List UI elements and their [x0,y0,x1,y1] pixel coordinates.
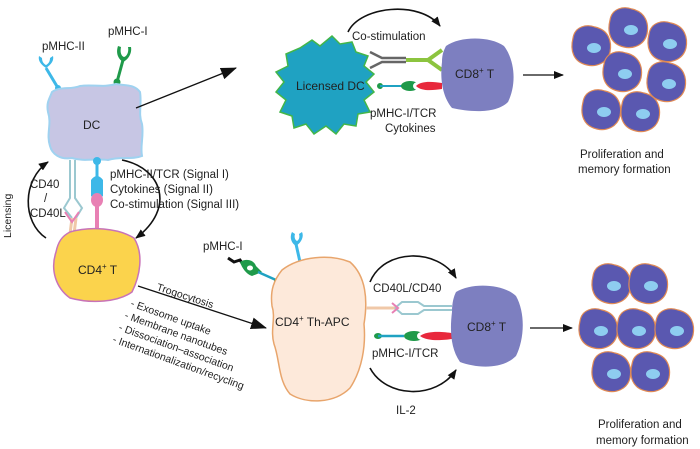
co-stimulation-arrow [347,8,441,33]
cd8-t-bottom-label: CD8+ T [467,319,507,334]
trogocytosis-label: Trogocytosis [155,281,215,311]
pmhc-ii-label: pMHC-II [42,41,85,53]
pmhc-i-tcr-receptor-bottom-icon [374,331,452,341]
signals-arrow [121,159,161,239]
proliferation-top-line-1: Proliferation and [580,149,664,161]
nucleus-icon [607,281,621,291]
cd8-t-top-label: CD8+ T [455,66,495,81]
proliferating-cd8-cell [602,51,643,93]
pmhc-ii-receptor-icon [38,56,61,91]
nucleus-icon [624,25,638,35]
nucleus-icon [587,43,601,53]
nucleus-icon [594,326,608,336]
pmhc-i-tcr-receptor-icon [377,81,442,91]
cd8-t-cell-top [441,38,514,112]
cd4-th-apc-cell [270,256,367,402]
proliferation-bottom-line-2: memory formation [596,435,689,447]
il2-label: IL-2 [396,405,416,417]
pmhc-i-label: pMHC-I [108,26,148,38]
co-stimulation-label: Co-stimulation [352,31,426,43]
nucleus-icon [618,69,632,79]
nucleus-icon [670,326,684,336]
proliferating-cd8-cell [620,91,661,133]
cd40l-cd40-arrow [369,255,457,283]
signal-3-label: Co-stimulation (Signal III) [110,199,239,211]
nucleus-icon [644,281,658,291]
proliferating-cd8-cell [608,7,649,49]
trogocytosis-arrow [137,285,267,330]
signal-2-label: Cytokines (Signal II) [110,184,213,196]
nucleus-icon [607,369,621,379]
pmhc-i-tcr-top-label: pMHC-I/TCR [370,108,436,120]
dc-label: DC [83,118,101,132]
mechanisms-list: - Exosome uptake - Membrane nanotubes - … [111,298,246,393]
proliferating-cells-bottom [578,263,695,393]
cd40l-cd40-receptor-icon [366,301,452,315]
cd4-t-label: CD4+ T [78,262,118,277]
il2-arrow [369,367,457,393]
cd40-slash-label: / [44,193,48,205]
nucleus-icon [662,79,676,89]
nucleus-icon [646,369,660,379]
proliferating-cells-top [571,7,688,133]
cd40-cd40l-receptor-icon [62,160,84,235]
pmhc-i-receptor-icon [113,46,132,86]
dc-cell [46,82,144,162]
proliferation-bottom-line-1: Proliferation and [598,419,682,431]
proliferating-cd8-cell [646,61,687,103]
nucleus-icon [663,39,677,49]
proliferating-cd8-cell [571,25,612,67]
nucleus-icon [597,107,611,117]
licensing-label: Licensing [2,193,14,238]
cd40l-label: CD40L [30,208,66,220]
pmhc-i-bottom-label: pMHC-I [203,241,243,253]
proliferating-cd8-cell [647,21,688,63]
acquired-pmhc-ii-icon [290,232,303,263]
signal-1-label: pMHC-II/TCR (Signal I) [110,169,229,181]
nucleus-icon [632,326,646,336]
licensing-arrow [27,161,49,239]
licensing-result-arrow [135,67,237,109]
proliferating-cd8-cell [616,308,657,350]
proliferating-cd8-cell [628,263,669,305]
proliferating-cd8-cell [630,351,671,393]
licensed-dc-label: Licensed DC [296,79,365,93]
cytokines-top-label: Cytokines [385,123,436,135]
mhc-ii-tcr-pair-icon [91,157,103,230]
co-stimulation-receptor-icon [369,48,444,72]
proliferating-cd8-cell [581,89,622,131]
proliferation-top-line-2: memory formation [578,164,671,176]
cd4-t-cell [52,227,141,303]
cd8-t-cell-bottom [450,285,523,367]
cd40l-cd40-label: CD40L/CD40 [373,283,441,295]
proliferating-cd8-cell [591,351,632,393]
proliferating-cd8-cell [591,263,632,305]
nucleus-icon [636,109,650,119]
licensed-dc-cell [274,34,376,136]
pmhc-i-tcr-bottom-label: pMHC-I/TCR [372,348,438,360]
acquired-pmhc-i-icon [227,256,282,284]
cd4-th-apc-label: CD4+ Th-APC [275,314,350,329]
proliferating-cd8-cell [654,308,695,350]
proliferating-cd8-cell [578,308,619,350]
cd40-label: CD40 [30,179,59,191]
